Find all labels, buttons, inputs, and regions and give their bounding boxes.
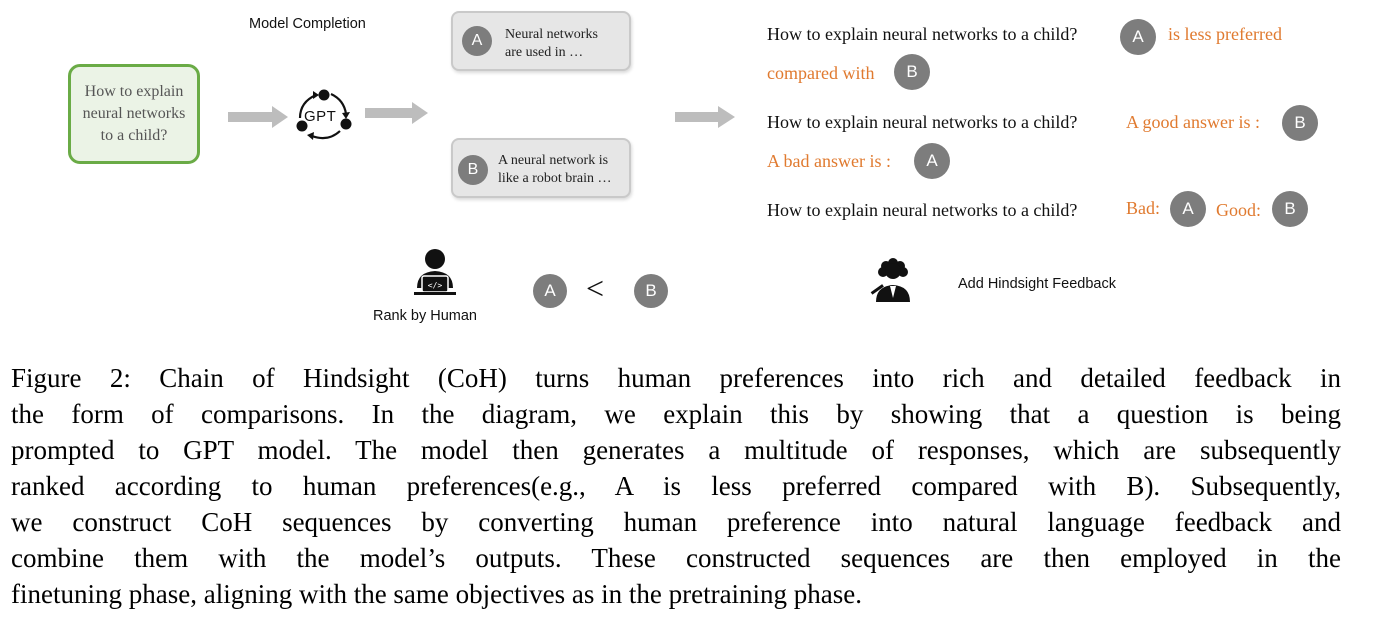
- response-b-badge: B: [458, 155, 488, 185]
- sequence-3-badge-2: B: [1272, 191, 1308, 227]
- response-a-box: A Neural networks are used in …: [451, 11, 631, 71]
- caption-line-3: prompted to GPT model. The model then ge…: [11, 435, 1341, 465]
- response-a-badge: A: [462, 26, 492, 56]
- gpt-label: GPT: [304, 108, 337, 125]
- figure-caption: Figure 2: Chain of Hindsight (CoH) turns…: [11, 360, 1341, 612]
- sequence-1-badge-2: B: [894, 54, 930, 90]
- sequence-2-badge-1: B: [1282, 105, 1318, 141]
- caption-line-5: we construct CoH sequences by converting…: [11, 507, 1341, 537]
- svg-text:</>: </>: [428, 281, 443, 290]
- sequence-3-feedback-1: Bad:: [1126, 198, 1160, 218]
- rank-operator: <: [586, 270, 605, 306]
- caption-line-6: combine them with the model’s outputs. T…: [11, 543, 1341, 573]
- model-completion-label: Model Completion: [249, 16, 366, 32]
- response-a-line1: Neural networks: [505, 27, 598, 42]
- add-hindsight-feedback-label: Add Hindsight Feedback: [958, 276, 1116, 292]
- caption-line-1: Figure 2: Chain of Hindsight (CoH) turns…: [11, 363, 1341, 393]
- human-coder-icon: </>: [412, 248, 458, 296]
- response-b-box: B A neural network is like a robot brain…: [451, 138, 631, 198]
- arrow-prompt-to-gpt: [228, 106, 288, 128]
- caption-line-2: the form of comparisons. In the diagram,…: [11, 399, 1341, 429]
- response-a-line2: are used in …: [505, 45, 584, 60]
- caption-line-7: finetuning phase, aligning with the same…: [11, 579, 863, 609]
- sequence-2-feedback-2: A bad answer is :: [767, 151, 891, 171]
- curly-hair-person-icon: [868, 258, 918, 306]
- sequence-1-question: How to explain neural networks to a chil…: [767, 24, 1078, 44]
- sequence-2-feedback-1: A good answer is :: [1126, 112, 1260, 132]
- response-b-line1: A neural network is: [498, 153, 609, 168]
- prompt-box: How to explain neural networks to a chil…: [68, 64, 200, 164]
- gpt-cycle-icon: GPT: [292, 86, 356, 146]
- sequence-3-feedback-2: Good:: [1216, 200, 1261, 220]
- sequence-3-question: How to explain neural networks to a chil…: [767, 200, 1078, 220]
- prompt-text: How to explain neural networks to a chil…: [82, 83, 186, 144]
- sequence-2-badge-2: A: [914, 143, 950, 179]
- rank-right-badge: B: [634, 274, 668, 308]
- rank-by-human-label: Rank by Human: [373, 308, 477, 324]
- arrow-gpt-to-responses: [365, 102, 428, 124]
- sequence-1-feedback-1: is less preferred: [1168, 24, 1282, 44]
- rank-left-badge: A: [533, 274, 567, 308]
- sequence-2-question: How to explain neural networks to a chil…: [767, 112, 1078, 132]
- sequence-1-badge-1: A: [1120, 19, 1156, 55]
- flow-arrows: [228, 102, 735, 128]
- caption-line-4: ranked according to human preferences(e.…: [11, 471, 1341, 501]
- response-b-line2: like a robot brain …: [498, 171, 612, 186]
- sequence-3-badge-1: A: [1170, 191, 1206, 227]
- arrow-responses-to-sequences: [675, 106, 735, 128]
- sequence-1-feedback-2: compared with: [767, 63, 875, 83]
